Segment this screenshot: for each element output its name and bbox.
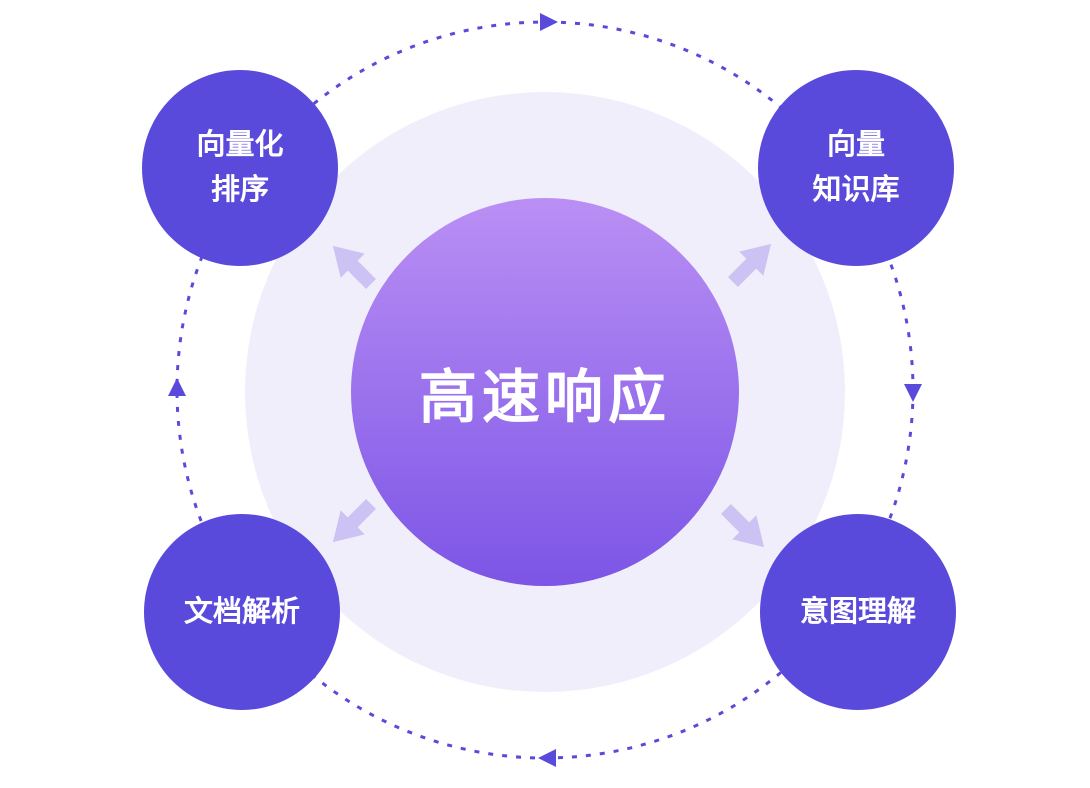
node-vector-knowledge-base: 向量 知识库 <box>758 70 954 266</box>
spoke-arrow-top-left-icon <box>319 232 385 298</box>
node-intent-understanding: 意图理解 <box>760 514 956 710</box>
center-label: 高速响应 <box>418 365 671 430</box>
orbit-arrow-top-icon <box>540 13 558 31</box>
node-label-line: 向量化 <box>196 129 284 162</box>
node-label-line: 知识库 <box>812 174 900 206</box>
node-vectorized-ranking: 向量化 排序 <box>142 70 338 266</box>
node-label-line: 排序 <box>210 174 269 206</box>
orbit-arrow-bottom-icon <box>538 749 556 767</box>
center-node: 高速响应 <box>351 198 739 586</box>
orbit-arrow-right-icon <box>904 384 922 402</box>
spoke-arrow-top-right-icon <box>719 230 785 296</box>
node-label-line: 文档解析 <box>183 595 300 628</box>
spoke-arrow-bottom-left-icon <box>319 490 385 556</box>
node-label-line: 意图理解 <box>799 595 916 628</box>
orbit-arrow-left-icon <box>168 378 186 396</box>
node-label-line: 向量 <box>826 129 885 162</box>
node-document-parsing: 文档解析 <box>144 514 340 710</box>
spoke-arrow-bottom-right-icon <box>712 495 778 561</box>
